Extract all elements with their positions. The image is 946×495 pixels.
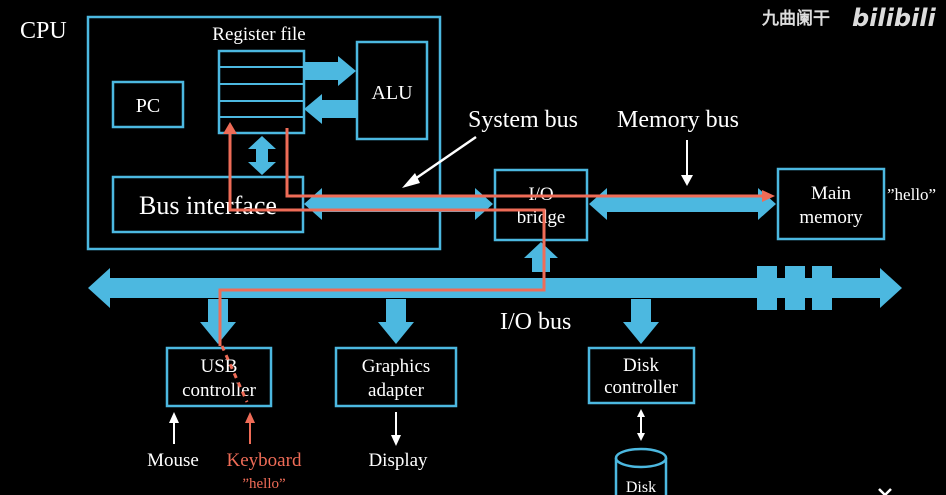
main-memory-label-line2: memory bbox=[799, 207, 863, 228]
bridge-io-bus-connector bbox=[524, 242, 558, 272]
usb-controller-box bbox=[165, 346, 273, 408]
bus-interface-box bbox=[111, 175, 305, 234]
main-memory-label-line1: Main bbox=[811, 183, 852, 204]
io-bus bbox=[88, 268, 902, 308]
graphics-adapter-box bbox=[334, 346, 458, 408]
disk-icon bbox=[614, 447, 668, 495]
system-bus-label: System bus bbox=[468, 107, 578, 133]
keyboard-input-text: ”hello” bbox=[242, 476, 285, 492]
display-arrow-head bbox=[391, 435, 401, 446]
data-path-register-to-memory bbox=[285, 128, 764, 198]
cpu-box bbox=[86, 15, 442, 251]
keyboard-label: Keyboard bbox=[227, 450, 302, 471]
disk-controller-label-line1: Disk bbox=[623, 355, 659, 376]
disk-link-head-top bbox=[637, 409, 645, 417]
pc-label: PC bbox=[136, 95, 160, 117]
keyboard-arrow-head bbox=[245, 412, 255, 423]
data-path-keyboard-to-usb bbox=[220, 345, 249, 403]
io-bus-to-usb-arrow bbox=[200, 299, 236, 344]
graphics-adapter-label-line2: adapter bbox=[368, 380, 425, 401]
system-bus-pointer-head bbox=[402, 173, 420, 188]
main-memory-box bbox=[776, 167, 886, 241]
alu-to-register-arrow bbox=[304, 94, 356, 124]
memory-bus-pointer-head bbox=[681, 175, 693, 186]
disk-controller-label-line2: controller bbox=[604, 377, 679, 398]
io-bus-to-graphics-arrow bbox=[378, 299, 414, 344]
data-path-memory-arrowhead bbox=[762, 190, 775, 202]
pc-box bbox=[111, 80, 185, 129]
usb-controller-label-line1: USB bbox=[201, 356, 238, 377]
data-path-to-register-file bbox=[218, 132, 546, 346]
register-file bbox=[217, 49, 306, 135]
watermark-channel: 九曲阑干 bbox=[761, 8, 830, 29]
corner-chevron-icon bbox=[878, 488, 892, 495]
disk-controller-box bbox=[587, 346, 696, 405]
bus-interface-label: Bus interface bbox=[139, 191, 277, 220]
main-memory-content: ”hello” bbox=[887, 185, 936, 204]
mouse-label: Mouse bbox=[147, 450, 199, 471]
disk-link-head-bottom bbox=[637, 433, 645, 441]
memory-bus bbox=[589, 188, 776, 220]
system-bus-pointer bbox=[411, 135, 477, 183]
io-bridge-box bbox=[493, 168, 589, 242]
io-bus-to-disk-arrow bbox=[623, 299, 659, 344]
alu-box bbox=[355, 40, 429, 141]
watermark-brand-logo: bilibili bbox=[852, 4, 936, 32]
cpu-label: CPU bbox=[20, 18, 67, 44]
register-file-label: Register file bbox=[212, 24, 305, 45]
disk-label: Disk bbox=[626, 479, 656, 495]
register-bus-interface-arrow bbox=[248, 136, 276, 175]
graphics-adapter-label-line1: Graphics bbox=[362, 356, 431, 377]
system-bus bbox=[304, 188, 493, 220]
data-path-register-arrowhead bbox=[223, 122, 237, 134]
register-to-alu-arrow bbox=[305, 56, 356, 86]
io-bridge-label-line2: bridge bbox=[517, 207, 566, 228]
io-bus-expansion-slots bbox=[757, 266, 832, 310]
alu-label: ALU bbox=[371, 82, 413, 104]
io-bus-label: I/O bus bbox=[500, 309, 571, 335]
mouse-arrow-head bbox=[169, 412, 179, 423]
display-label: Display bbox=[368, 450, 428, 471]
memory-bus-label: Memory bus bbox=[617, 107, 739, 133]
usb-controller-label-line2: controller bbox=[182, 380, 257, 401]
